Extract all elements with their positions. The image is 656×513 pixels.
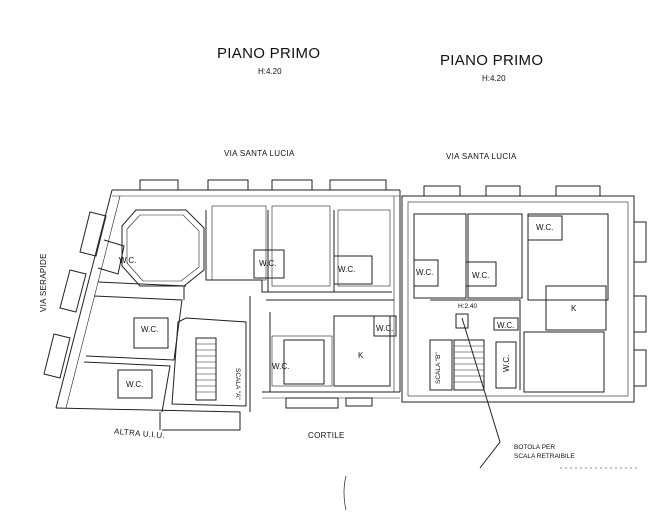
room-label: W.C.: [272, 362, 290, 371]
room-label: K: [571, 304, 577, 313]
left-plan-title: PIANO PRIMO: [217, 45, 321, 62]
right-plan-title: PIANO PRIMO: [440, 52, 544, 69]
room-label: K: [358, 351, 364, 360]
right-plan-height: H:4.20: [482, 74, 506, 83]
hatch-note-line2: SCALA RETRAIBILE: [514, 453, 575, 460]
right-plan-walls: [401, 185, 647, 469]
left-plan-height: H:4.20: [258, 67, 282, 76]
room-label: W.C.: [126, 380, 144, 389]
room-label: W.C.: [141, 325, 159, 334]
stair-b-label: SCALA "B": [435, 352, 442, 384]
room-label: W.C.: [536, 223, 554, 232]
room-label: W.C.: [338, 265, 356, 274]
room-label: W.C.: [376, 324, 394, 333]
room-label: W.C.: [416, 268, 434, 277]
left-plan-walls: [43, 179, 401, 431]
hatch-note-line1: BOTOLA PER: [514, 444, 556, 451]
room-label: W.C.: [472, 271, 490, 280]
left-street-side-label: VIA SERAPIDE: [39, 253, 48, 312]
room-label: W.C.: [502, 354, 511, 372]
room-label: W.C.: [119, 256, 137, 265]
stair-a-label: SCALA "A": [234, 368, 241, 400]
mezzanine-height-label: H:2.40: [458, 303, 478, 310]
room-label: W.C.: [497, 321, 515, 330]
left-street-top-label: VIA SANTA LUCIA: [224, 149, 295, 158]
right-street-top-label: VIA SANTA LUCIA: [446, 152, 517, 161]
courtyard-label: CORTILE: [308, 431, 345, 440]
room-label: W.C.: [259, 259, 277, 268]
